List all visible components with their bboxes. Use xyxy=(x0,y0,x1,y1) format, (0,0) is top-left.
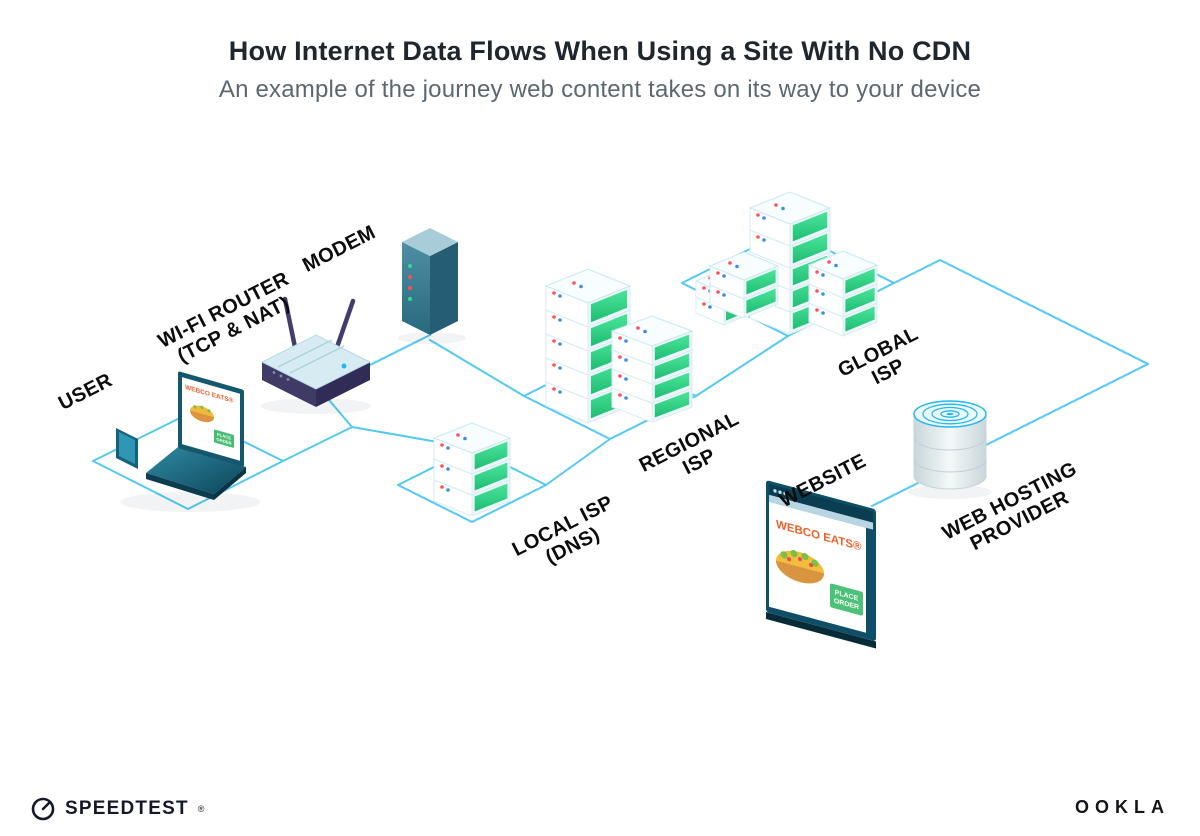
line-user-junction xyxy=(282,426,353,462)
speedtest-wordmark: SPEEDTEST xyxy=(65,798,189,819)
ookla-wordmark: OOKLA xyxy=(1075,797,1170,817)
speedtest-gauge-icon xyxy=(31,797,55,821)
wifi-router-icon xyxy=(260,296,372,407)
speedtest-registered-mark: ® xyxy=(197,804,205,814)
page-subtitle: An example of the journey web content ta… xyxy=(218,76,982,103)
line-local-regional xyxy=(545,438,611,486)
local-isp-servers-icon xyxy=(432,422,512,517)
node-shadows xyxy=(120,332,992,512)
page-header: How Internet Data Flows When Using a Sit… xyxy=(0,36,1200,104)
laptop-order-line1: PLACE xyxy=(217,432,231,441)
line-modem-regional xyxy=(429,339,525,397)
laptop-order-line2: ORDER xyxy=(216,437,231,446)
line-global-hosting xyxy=(893,259,1149,447)
line-regional-global xyxy=(695,335,789,397)
taco-graphic xyxy=(776,549,824,584)
user-laptop-icon: WEBCO EATS® PLACE ORDER xyxy=(116,371,246,500)
line-router-junction xyxy=(328,399,353,428)
laptop-screen: WEBCO EATS® PLACE ORDER xyxy=(178,371,244,467)
website-browser-icon: WEBCO EATS® PLACE ORDER xyxy=(766,480,876,649)
modem-icon xyxy=(402,228,458,335)
phone-icon xyxy=(116,428,138,469)
global-isp-servers-icon xyxy=(694,191,879,337)
speedtest-logo: SPEEDTEST ® xyxy=(30,796,204,822)
regional-isp-servers-icon xyxy=(544,268,694,424)
page-title: How Internet Data Flows When Using a Sit… xyxy=(228,36,972,66)
web-hosting-database-icon xyxy=(913,400,987,490)
